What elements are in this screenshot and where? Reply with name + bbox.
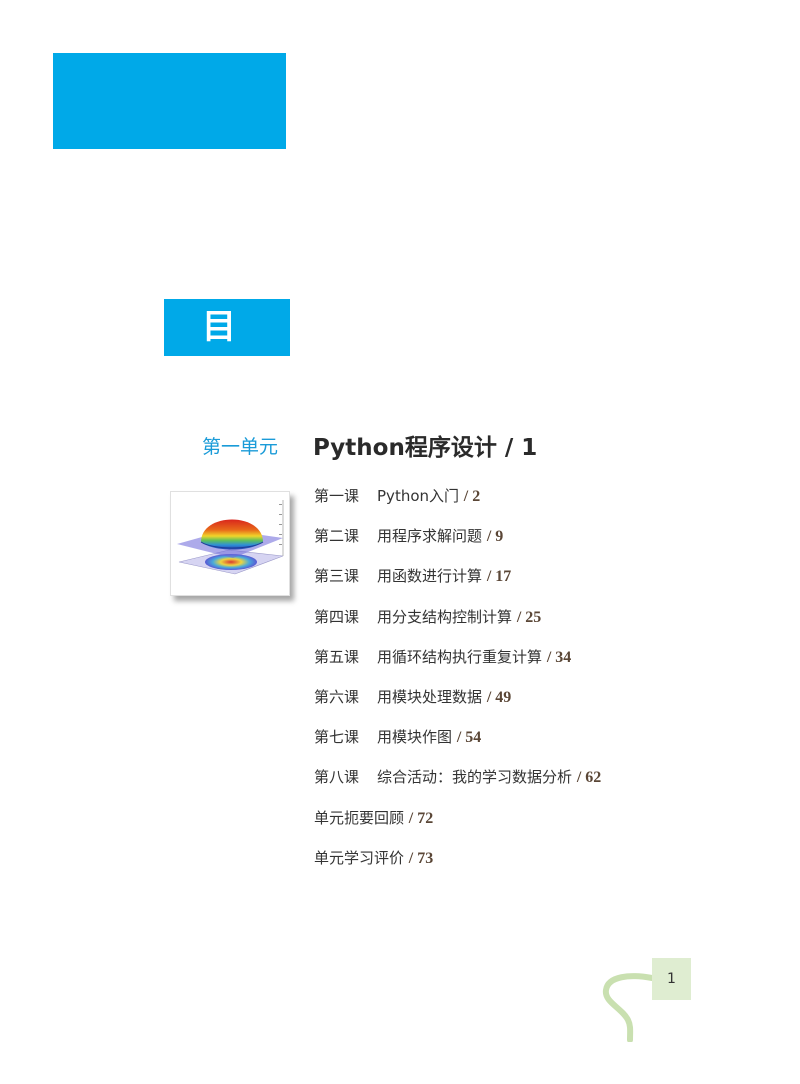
extra-page: / 73 [408, 849, 434, 867]
lesson-page: / 49 [486, 688, 512, 706]
lesson-title: 用模块处理数据 [377, 687, 483, 706]
lesson-number: 第二课 [314, 527, 360, 546]
extra-title: 单元扼要回顾 [314, 808, 405, 827]
lesson-number: 第三课 [314, 567, 360, 586]
lesson-page: / 17 [486, 568, 512, 586]
unit-title[interactable]: Python程序设计 / 1 [313, 435, 538, 461]
vine-decoration [602, 973, 655, 1042]
toc-entry-lesson-6[interactable]: 第六课用模块处理数据 / 49 [314, 687, 601, 727]
unit-label: 第一单元 [202, 436, 279, 458]
toc-entry-lesson-1[interactable]: 第一课 Python入门 / 2 [314, 486, 601, 526]
lesson-page: / 9 [486, 528, 504, 546]
toc-entry-lesson-8[interactable]: 第八课综合活动：我的学习数据分析 / 62 [314, 767, 601, 807]
surface-plot-thumbnail [170, 491, 290, 596]
lesson-title: 用模块作图 [377, 728, 453, 747]
decorative-header-block [53, 53, 286, 149]
lesson-title: Python入门 [377, 487, 460, 505]
lesson-number: 第五课 [314, 647, 360, 666]
lesson-list: 第一课 Python入门 / 2 第二课用程序求解问题 / 9 第三课用函数进行计… [314, 486, 601, 888]
lesson-number: 第一课 [314, 487, 360, 505]
lesson-title: 用程序求解问题 [377, 527, 483, 546]
lesson-page: / 62 [576, 769, 602, 787]
toc-entry-lesson-7[interactable]: 第七课用模块作图 / 54 [314, 727, 601, 767]
toc-entry-lesson-3[interactable]: 第三课用函数进行计算 / 17 [314, 566, 601, 606]
lesson-page: / 54 [456, 729, 482, 747]
lesson-page: / 2 [463, 488, 481, 505]
lesson-number: 第六课 [314, 687, 360, 706]
toc-title: 目 录 [164, 299, 290, 404]
surface-plot-image [177, 500, 284, 575]
lesson-page: / 25 [516, 608, 542, 626]
lesson-number: 第七课 [314, 728, 360, 747]
toc-entry-unit-review[interactable]: 单元扼要回顾 / 72 [314, 808, 601, 848]
extra-page: / 72 [408, 809, 434, 827]
toc-entry-lesson-4[interactable]: 第四课用分支结构控制计算 / 25 [314, 607, 601, 647]
lesson-page: / 34 [546, 648, 572, 666]
toc-entry-lesson-2[interactable]: 第二课用程序求解问题 / 9 [314, 526, 601, 566]
lesson-number: 第四课 [314, 607, 360, 626]
lesson-number: 第八课 [314, 768, 360, 787]
toc-entry-lesson-5[interactable]: 第五课用循环结构执行重复计算 / 34 [314, 647, 601, 687]
lesson-title: 综合活动：我的学习数据分析 [377, 768, 573, 787]
lesson-title: 用分支结构控制计算 [377, 607, 513, 626]
extra-title: 单元学习评价 [314, 848, 405, 867]
page-number: 1 [652, 958, 691, 1000]
lesson-title: 用循环结构执行重复计算 [377, 647, 543, 666]
toc-entry-unit-evaluation[interactable]: 单元学习评价 / 73 [314, 848, 601, 888]
lesson-title: 用函数进行计算 [377, 567, 483, 586]
